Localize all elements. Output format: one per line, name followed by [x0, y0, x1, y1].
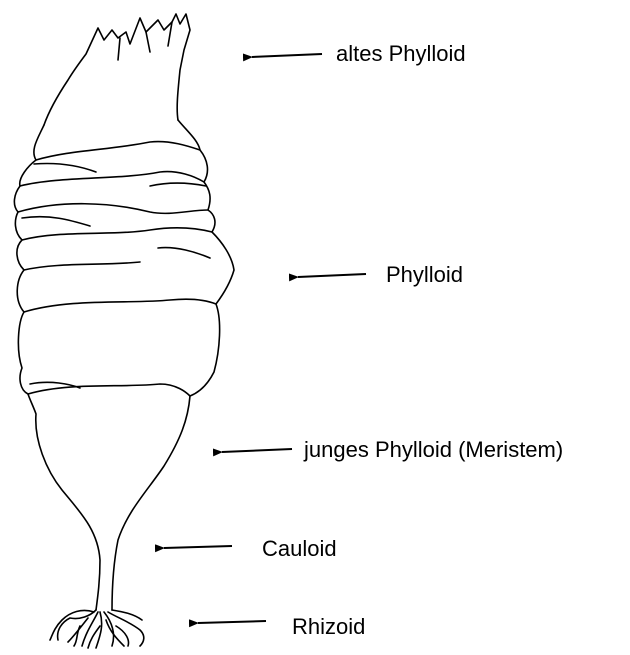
blade-left-edge	[14, 125, 100, 610]
blade-fold	[34, 163, 96, 172]
blade-fold	[36, 142, 200, 160]
arrow-rhizoid	[198, 621, 266, 623]
label-altes-phylloid: altes Phylloid	[336, 43, 466, 65]
label-cauloid: Cauloid	[262, 538, 337, 560]
blade-fold	[150, 183, 206, 186]
blade-fold	[28, 384, 190, 396]
arrow-junges-phylloid	[222, 449, 292, 452]
blade-right-edge	[112, 120, 234, 610]
blade-fold	[18, 204, 208, 214]
label-phylloid: Phylloid	[386, 264, 463, 286]
old-phylloid-outline	[44, 14, 190, 125]
arrow-phylloid	[298, 274, 366, 277]
blade-fold	[24, 262, 140, 270]
blade-fold	[22, 228, 212, 240]
label-junges-phylloid: junges Phylloid (Meristem)	[304, 439, 563, 461]
blade-fold	[22, 217, 90, 226]
label-rhizoid: Rhizoid	[292, 616, 365, 638]
arrow-altes-phylloid	[252, 54, 322, 57]
blade-fold	[24, 299, 216, 312]
arrow-cauloid	[164, 546, 232, 548]
rhizoid-drawing	[50, 610, 144, 648]
blade-fold	[158, 248, 210, 258]
plant-drawing	[14, 14, 234, 648]
